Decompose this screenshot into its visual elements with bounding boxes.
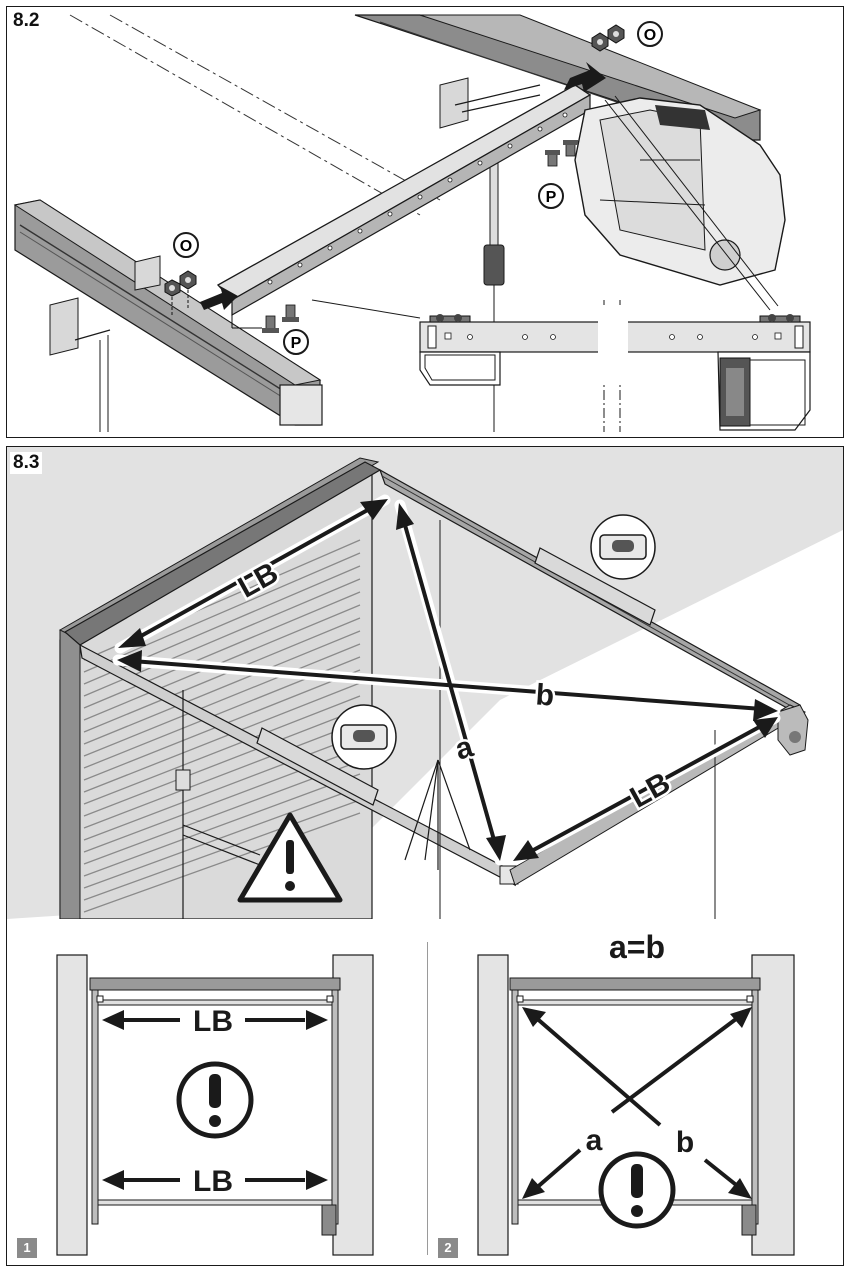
left-wall bbox=[56, 954, 88, 1256]
right-wall bbox=[751, 954, 795, 1256]
b-label-fig2: b bbox=[676, 1126, 694, 1159]
spirit-level bbox=[256, 727, 379, 806]
mounting-bracket bbox=[439, 77, 469, 129]
equation-label: a=b bbox=[609, 929, 665, 965]
right-wall bbox=[332, 954, 374, 1256]
spirit-level-icon bbox=[590, 514, 656, 580]
exclamation-circle-icon bbox=[176, 1061, 254, 1139]
left-rail bbox=[511, 989, 519, 1225]
nut-label-left: O bbox=[173, 232, 199, 258]
right-rail bbox=[751, 989, 759, 1225]
bolt-label-left-text: P bbox=[291, 335, 302, 352]
mounting-bracket bbox=[49, 297, 79, 356]
hanger-bracket bbox=[483, 244, 505, 286]
bolt-label-left: P bbox=[283, 329, 309, 355]
measurement-label-b: b bbox=[532, 676, 558, 715]
left-rail bbox=[91, 989, 99, 1225]
sub-figure-number-1: 1 bbox=[17, 1238, 37, 1258]
rail-nut bbox=[164, 270, 197, 297]
sub-figure-2: a b a=b bbox=[428, 920, 843, 1265]
cross-connector bbox=[216, 84, 592, 301]
bolt-label-right-text: P bbox=[546, 189, 557, 206]
tripod bbox=[404, 759, 471, 870]
spirit-level-icon bbox=[331, 704, 397, 770]
warning-triangle-icon bbox=[237, 812, 343, 903]
center-line bbox=[69, 14, 421, 216]
step-number-8-3: 8.3 bbox=[10, 452, 43, 474]
motor-unit bbox=[777, 704, 809, 756]
motor-nut bbox=[591, 24, 625, 52]
step-8-2-illustration: O P O P bbox=[13, 14, 811, 432]
direction-arrow bbox=[200, 286, 238, 310]
right-rail bbox=[331, 989, 339, 1225]
nut-label-top: O bbox=[637, 21, 663, 47]
direction-arrow bbox=[564, 62, 606, 92]
lb-label-fig1-bottom: LB bbox=[193, 1165, 233, 1198]
b-label: b bbox=[535, 678, 556, 712]
step-number-8-2: 8.2 bbox=[10, 10, 43, 32]
center-line bbox=[109, 14, 441, 201]
detail-view bbox=[419, 300, 811, 432]
rear-rail bbox=[509, 977, 761, 991]
exclamation-circle-icon bbox=[598, 1151, 676, 1229]
rear-rail bbox=[89, 977, 341, 991]
sub-figure-divider bbox=[427, 942, 428, 1255]
a-label-fig2: a bbox=[586, 1124, 603, 1157]
rail-bolt bbox=[262, 304, 299, 333]
left-wall bbox=[477, 954, 509, 1256]
sub-figure-number-2: 2 bbox=[438, 1238, 458, 1258]
lb-label-fig1-top: LB bbox=[193, 1005, 233, 1038]
motor-bolt bbox=[545, 140, 578, 167]
bolt-label-right: P bbox=[538, 183, 564, 209]
nut-label-top-text: O bbox=[644, 27, 656, 44]
spirit-level bbox=[534, 547, 656, 626]
nut-label-left-text: O bbox=[180, 238, 192, 255]
sub-figure-1: LB LB bbox=[7, 920, 427, 1265]
garage-door-slats bbox=[83, 539, 361, 913]
step-8-3-illustration: LB b a LB bbox=[7, 447, 843, 919]
